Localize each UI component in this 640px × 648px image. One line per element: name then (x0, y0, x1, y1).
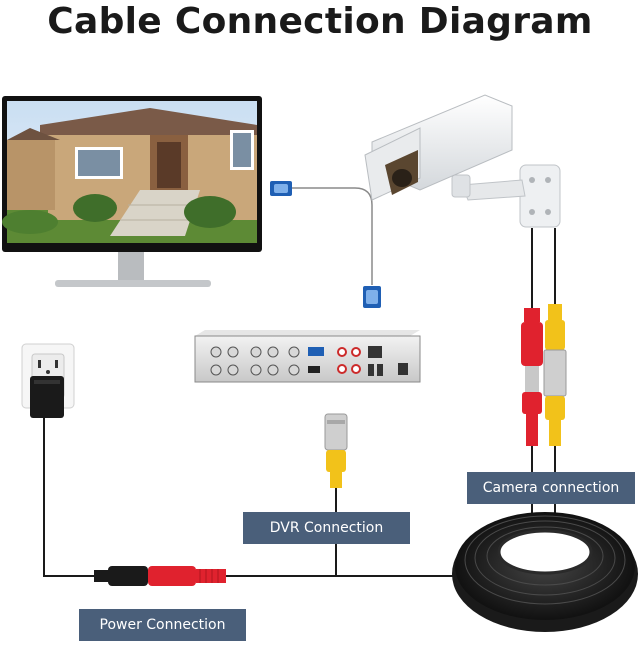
dvr-icon (194, 330, 421, 383)
power-connection-label: Power Connection (79, 609, 246, 641)
camera-plug-red (521, 308, 543, 446)
camera-connection-label: Camera connection (467, 472, 635, 504)
monitor-icon (2, 96, 262, 287)
power-plug-icon (94, 566, 226, 586)
dvr-connection-label: DVR Connection (243, 512, 410, 544)
power-adapter-icon (30, 376, 64, 418)
diagram-title: Cable Connection Diagram (47, 1, 593, 42)
bnc-connector-icon (543, 304, 567, 446)
cable-coil-icon (452, 512, 638, 632)
dvr-bnc-plug (324, 413, 348, 488)
vga-connector-icon (270, 181, 381, 308)
security-camera-icon (364, 94, 561, 228)
